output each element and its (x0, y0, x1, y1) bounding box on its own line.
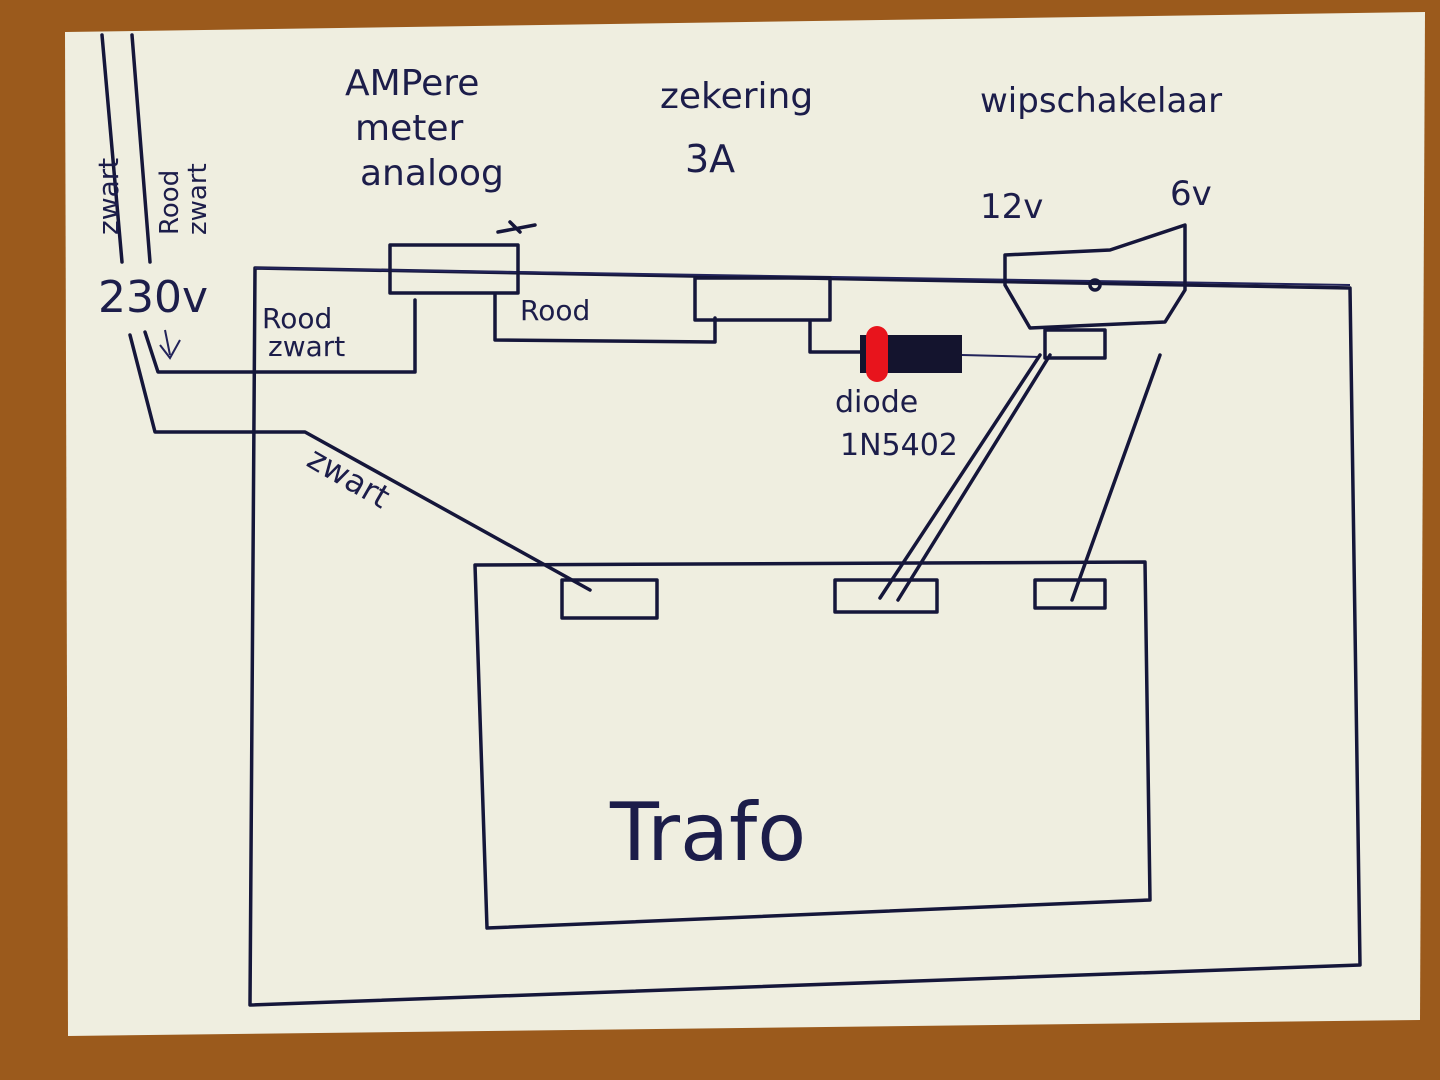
fuse-component (693, 276, 832, 322)
wire-switch-6v (1070, 353, 1162, 602)
wire-rood-in (130, 33, 152, 264)
ammeter-component (388, 243, 520, 295)
diode-cathode-marker (866, 326, 888, 382)
ammeter-marker-icon (496, 220, 537, 234)
wire-ammeter-to-fuse (493, 293, 717, 344)
arrow-icon (159, 329, 181, 360)
switch-pivot (1088, 278, 1102, 292)
label-230v: 230v (98, 272, 208, 323)
wire-zwart-to-trafo (128, 333, 592, 592)
label-zwart-in: zwart (92, 158, 125, 235)
label-rood-in: Rood (155, 170, 185, 235)
label-6v: 6v (1170, 174, 1212, 214)
label-rood-1: Rood (262, 302, 332, 335)
label-12v: 12v (980, 187, 1043, 227)
label-diode-type: 1N5402 (840, 428, 958, 463)
label-analoog: analoog (360, 153, 504, 194)
label-rood-2: Rood (520, 294, 590, 327)
wire-diode-to-switch (961, 354, 1041, 358)
rocker-switch (1003, 223, 1187, 330)
wire-switch-12v (878, 353, 1052, 602)
wire-fuse-to-diode (808, 320, 862, 354)
label-zwart-1: zwart (268, 330, 345, 363)
trafo-outline (473, 560, 1152, 930)
wire-zwart-in (100, 33, 124, 264)
label-zwart-in-2: zwart (183, 163, 213, 235)
label-3a: 3A (685, 137, 735, 181)
label-trafo: Trafo (609, 786, 806, 879)
housing-outline (248, 266, 1362, 1007)
trafo-terminal-6v (1033, 578, 1107, 610)
label-diode: diode (835, 385, 918, 420)
label-zekering: zekering (660, 76, 813, 117)
trafo-terminal-primary (560, 578, 659, 620)
paper-sheet (65, 12, 1425, 1036)
switch-terminal (1043, 328, 1107, 360)
trafo-terminal-12v (833, 578, 939, 614)
label-meter: meter (355, 108, 463, 149)
wire-rood-to-ammeter (143, 298, 417, 374)
label-ampere: AMPere (345, 63, 479, 104)
label-wipschakelaar: wipschakelaar (980, 81, 1222, 121)
